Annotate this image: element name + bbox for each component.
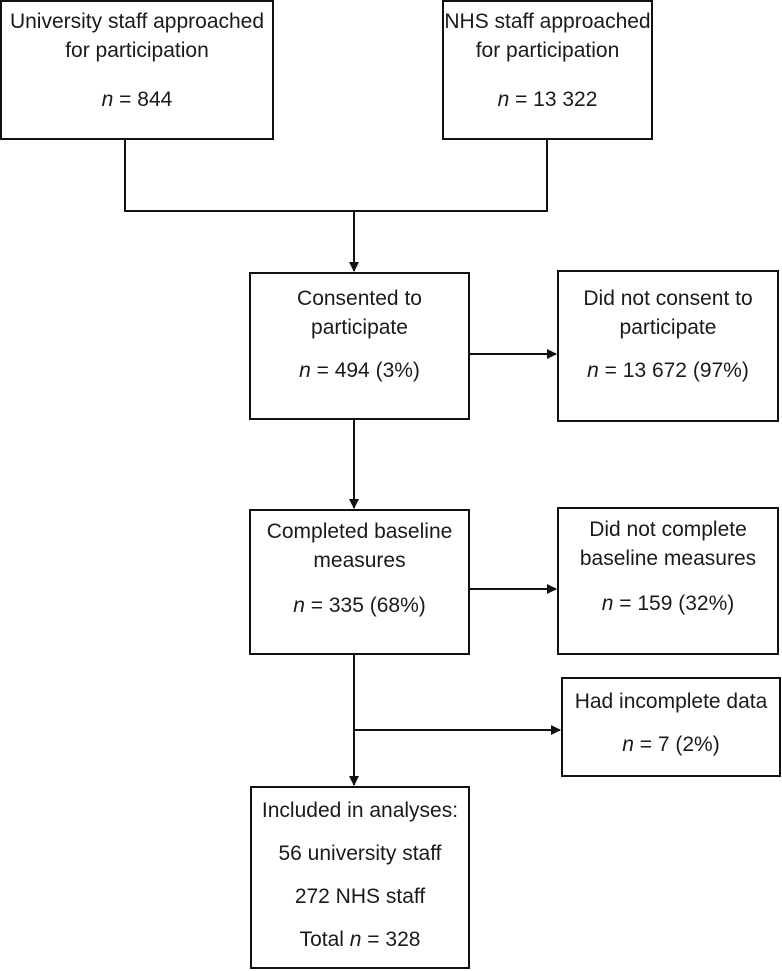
box-label-line: participate [311,316,408,339]
box-count: n = 7 (2%) [563,730,779,759]
n-value: = 335 (68%) [304,594,426,617]
box-label-line: participate [619,316,717,339]
box-label-line: Included in analyses: [261,799,459,822]
n-value: = 494 (3%) [310,359,420,382]
box-label-line: Did not complete [589,518,747,541]
box-label-line: NHS staff approached [444,10,651,33]
not-complete-box: Did not complete baseline measures n = 1… [557,507,779,655]
consented-box: Consented to participate n = 494 (3%) [249,272,470,420]
box-count: n = 13 322 [444,85,651,114]
n-value: = 328 [361,928,421,951]
nhs-staff-box: NHS staff approached for participation n… [442,0,653,140]
box-count: n = 494 (3%) [251,356,468,385]
box-label-line: 272 NHS staff [294,885,426,908]
box-label-line: Had incomplete data [574,690,768,713]
box-label-line: University staff approached [9,10,265,33]
n-symbol: n [349,928,362,951]
n-symbol: n [299,359,311,382]
n-value: = 844 [113,88,173,111]
not-consent-box: Did not consent to participate n = 13 67… [557,270,779,422]
box-label-line: for participation [475,39,620,62]
n-symbol: n [622,733,634,756]
box-count: n = 159 (32%) [559,589,777,618]
box-count: n = 335 (68%) [251,591,468,620]
box-count: Total n = 328 [252,925,468,954]
n-value: = 13 672 (97%) [598,359,749,382]
total-prefix: Total [299,928,350,951]
n-symbol: n [293,594,305,617]
n-value: = 159 (32%) [613,592,735,615]
completed-box: Completed baseline measures n = 335 (68%… [249,509,470,655]
box-label-line: 56 university staff [278,842,442,865]
box-label-line: for participation [65,39,209,62]
n-value: = 7 (2%) [633,733,720,756]
university-staff-box: University staff approached for particip… [0,0,274,140]
box-count: n = 13 672 (97%) [559,356,777,385]
box-label-line: Did not consent to [583,287,753,310]
n-value: = 13 322 [509,88,598,111]
n-symbol: n [587,359,599,382]
n-symbol: n [101,88,114,111]
box-label-line: measures [313,549,406,572]
incomplete-data-box: Had incomplete data n = 7 (2%) [561,677,781,777]
n-symbol: n [601,592,614,615]
included-box: Included in analyses: 56 university staf… [250,786,470,969]
box-label-line: Consented to [297,287,422,310]
box-label-line: Completed baseline [266,520,453,543]
box-count: n = 844 [2,85,272,114]
n-symbol: n [497,88,510,111]
box-label-line: baseline measures [579,547,757,570]
